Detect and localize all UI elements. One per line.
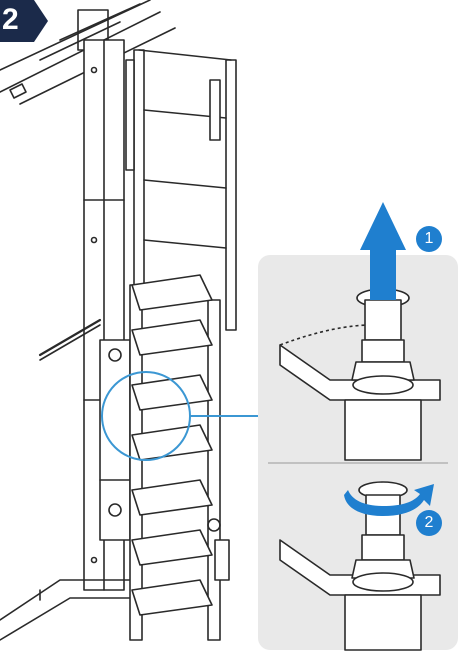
detail-pull-pin — [279, 288, 441, 461]
mounting-bracket — [99, 339, 131, 541]
rotate-arrow-icon — [344, 484, 434, 516]
step-tab-shape — [0, 0, 48, 42]
step-number: 2 — [2, 3, 19, 36]
magnifier-circle-icon — [101, 371, 258, 461]
detail-panel — [258, 255, 458, 651]
callout-1: 1 — [416, 226, 442, 252]
base-frame — [0, 579, 141, 641]
ladder-lower-section — [129, 274, 230, 641]
detail-rotate-pin — [279, 481, 441, 651]
pull-up-arrow-icon — [360, 202, 406, 300]
step-badge: 2 — [0, 0, 48, 42]
callout-2: 2 — [416, 510, 442, 536]
